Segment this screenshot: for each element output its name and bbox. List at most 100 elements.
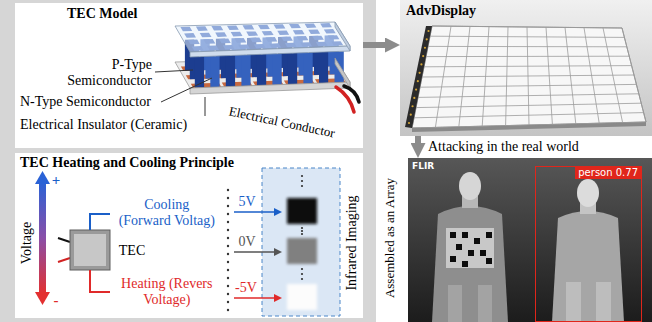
panel: AdvDisplay <box>400 0 652 136</box>
dot <box>227 293 229 295</box>
label: Electrical Insulator (Ceramic) <box>20 117 187 133</box>
label-anchor: Attacking in the real world <box>428 139 579 155</box>
label-anchor: Infrared Imaging <box>344 195 360 290</box>
principle-panel <box>15 153 363 318</box>
panel-ground <box>0 0 376 322</box>
dot-column <box>227 189 229 311</box>
n-type-pillar <box>210 56 219 87</box>
label-anchor: 5V <box>238 194 255 210</box>
leg <box>596 282 611 322</box>
illustration-part <box>468 250 474 256</box>
dot <box>301 273 303 275</box>
contact-dot <box>424 47 426 49</box>
label: N-Type Semiconductor <box>20 94 151 110</box>
flow-arrow <box>363 42 385 48</box>
leg <box>566 282 581 322</box>
illustration-part <box>450 256 456 262</box>
chip-wire <box>58 258 70 262</box>
label: Cooling (Forward Voltag) <box>117 197 217 229</box>
dot <box>227 301 229 303</box>
grid-line <box>424 66 632 67</box>
grid-line <box>426 56 629 57</box>
voltage-bar <box>39 182 46 294</box>
leader-line <box>155 70 193 72</box>
contact-dot <box>413 97 415 99</box>
head <box>459 172 481 200</box>
dot <box>227 269 229 271</box>
label-anchor: Assembled as an Array <box>382 178 397 298</box>
n-type-pillar <box>272 54 281 85</box>
dot <box>301 185 303 187</box>
camera-logo: FLIR <box>412 161 434 172</box>
dot <box>227 221 229 223</box>
contact-dot <box>415 88 417 90</box>
label-anchor: Electrical Insulator (Ceramic) <box>20 117 187 133</box>
heating-line <box>90 270 110 292</box>
grid-line <box>428 46 627 47</box>
panel-title: AdvDisplay <box>406 3 476 19</box>
label-anchor: N-Type Semiconductor <box>20 94 151 110</box>
grid-line <box>430 36 624 37</box>
p-type-pillar <box>195 57 204 88</box>
n-type-pillar <box>241 55 250 86</box>
cold-square <box>287 198 317 224</box>
contact-dot <box>422 55 424 57</box>
voltage-arrows <box>234 208 282 302</box>
illustration-part <box>486 258 492 264</box>
contact-dot <box>410 114 412 116</box>
dot <box>301 233 303 235</box>
grid-line <box>418 94 639 98</box>
person-right <box>552 179 624 322</box>
infrared-photo <box>408 158 652 322</box>
leg <box>448 285 462 322</box>
dot <box>227 309 229 311</box>
body <box>432 206 508 322</box>
contact-dot <box>411 105 413 107</box>
grid-line <box>432 26 622 28</box>
head <box>577 179 599 207</box>
imaging-box <box>262 168 340 316</box>
black-wire <box>344 86 359 102</box>
leader-line <box>161 78 212 102</box>
dot <box>301 230 303 232</box>
person-left <box>432 172 508 322</box>
label: Attacking in the real world <box>428 139 579 155</box>
panel-title: TEC Model <box>67 6 137 22</box>
illustration-part <box>480 250 486 256</box>
label-anchor: TEC <box>119 243 145 259</box>
dot <box>227 213 229 215</box>
hot-square <box>287 284 317 310</box>
label: Electrical Conductor <box>228 103 337 140</box>
chip-wire <box>58 238 70 242</box>
voltage-arrow <box>234 251 276 253</box>
label: - <box>54 292 59 309</box>
grid-line <box>422 75 634 77</box>
infrared-image: FLIRperson 0.77 <box>408 158 652 322</box>
dot <box>227 261 229 263</box>
dot <box>301 180 303 182</box>
dot <box>301 175 303 177</box>
flow-arrow <box>415 136 421 143</box>
chip-body <box>70 230 110 270</box>
leader-line <box>205 97 206 116</box>
tec-chip <box>58 230 110 270</box>
contact-dot <box>417 80 419 82</box>
label: Heating (Revers Voltage) <box>117 276 217 308</box>
grid-line <box>420 84 636 87</box>
leader-lines <box>155 70 212 116</box>
p-type-pillar <box>288 53 297 84</box>
top-ceramic-side <box>335 22 350 51</box>
label: P-Type Semiconductor <box>52 57 152 89</box>
dot <box>227 189 229 191</box>
label-anchor: 0V <box>238 234 255 250</box>
illustration-part <box>486 232 492 238</box>
patch-cells <box>450 232 492 267</box>
top-ceramic-edge <box>190 46 350 57</box>
arrow-head <box>35 292 50 305</box>
dot <box>227 229 229 231</box>
leg <box>478 285 492 322</box>
p-type-pillar <box>257 54 266 85</box>
chip-face <box>74 234 106 266</box>
p-type-pillar <box>226 55 235 86</box>
